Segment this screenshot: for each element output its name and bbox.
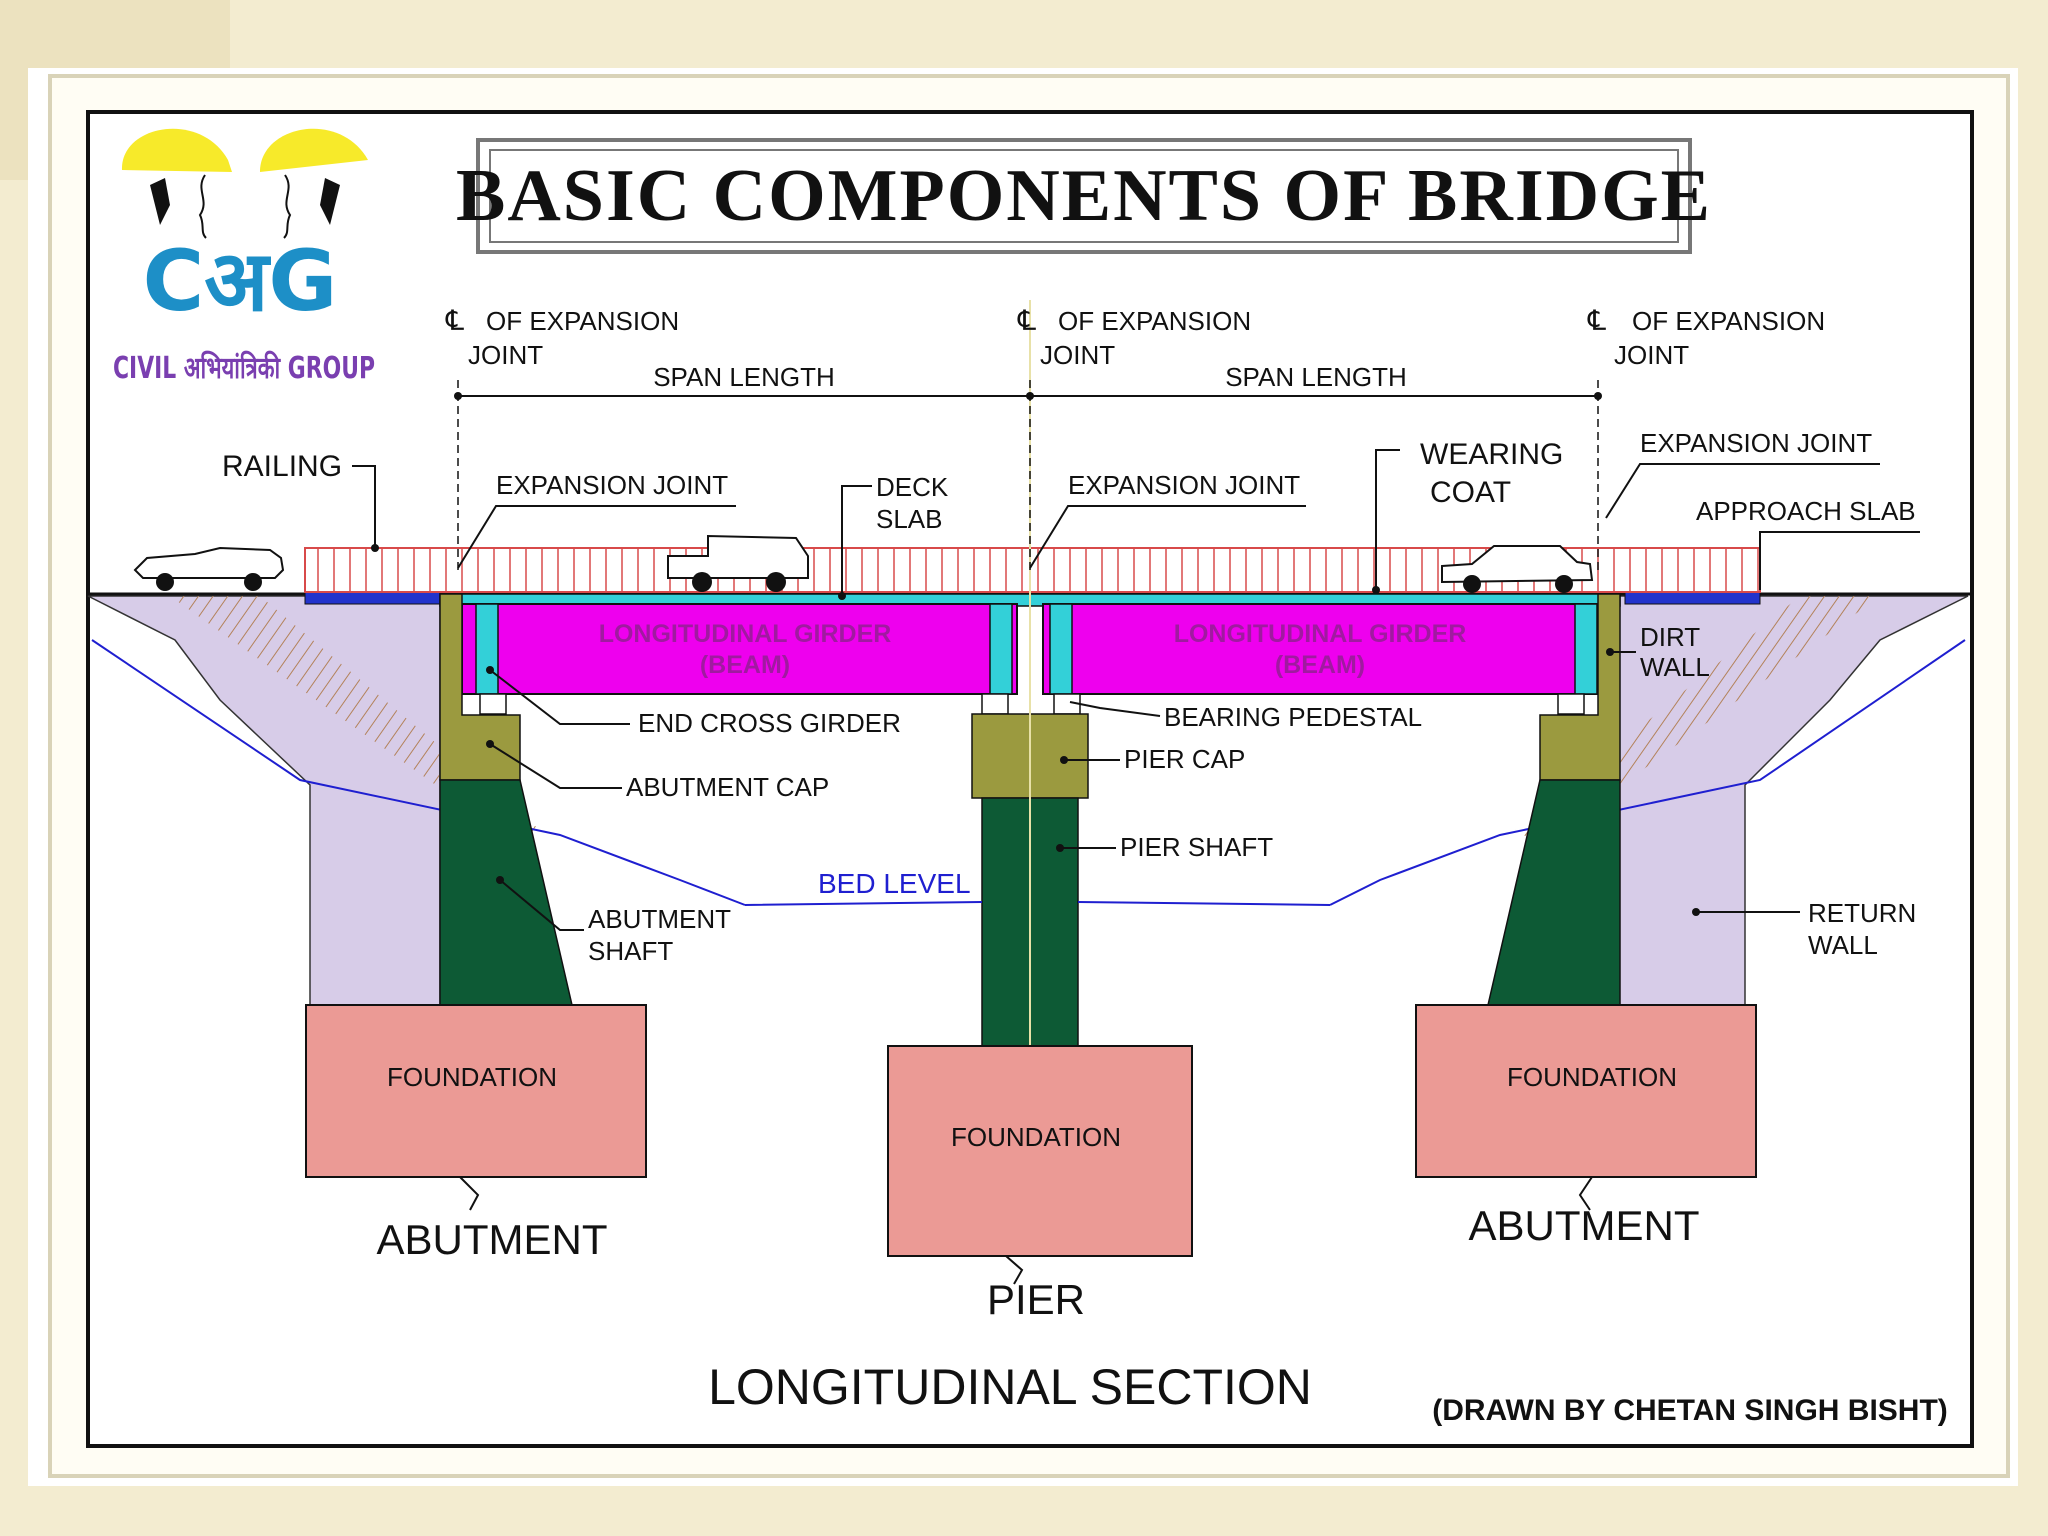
right-abutment-title: ABUTMENT: [1469, 1202, 1700, 1249]
bearing-pedestal: [1557, 693, 1585, 715]
right-approach-slab: [1624, 591, 1761, 605]
railing-leader: [352, 465, 376, 548]
return-label: RETURN: [1808, 898, 1916, 928]
car-icon: [133, 546, 285, 591]
hardhat-heads-icon: [121, 128, 368, 239]
bed-level-line: [744, 901, 1331, 906]
cl-symbol-right: ℄: [1587, 305, 1606, 336]
sedan-icon: [1441, 545, 1594, 593]
left-girder: [461, 603, 1018, 695]
cl-label-left: OF EXPANSION: [486, 306, 679, 336]
credit: (DRAWN BY CHETAN SINGH BISHT): [1432, 1394, 1948, 1427]
leader-dot: [1372, 586, 1380, 594]
dirt-label: DIRT: [1640, 622, 1700, 652]
right-girder-label-2: (BEAM): [1275, 651, 1365, 679]
leader-dot: [838, 592, 846, 600]
left-girder-label-1: LONGITUDINAL GIRDER: [599, 620, 892, 648]
expansion-joint-leader-right: [1605, 463, 1880, 519]
cl-joint-mid: JOINT: [1040, 340, 1115, 370]
pier-foundation: [887, 1045, 1193, 1257]
cl-label-mid: OF EXPANSION: [1058, 306, 1251, 336]
cl-joint-left: JOINT: [468, 340, 543, 370]
abutment-shaft-label-2: SHAFT: [588, 936, 673, 966]
return-wall-label: WALL: [1808, 930, 1878, 960]
span-length-left: SPAN LENGTH: [653, 362, 835, 392]
slab-label: SLAB: [876, 504, 943, 534]
bearing-pedestal: [981, 693, 1009, 715]
leader-dot: [1692, 908, 1700, 916]
leader-dot: [371, 544, 379, 552]
bearing-pedestal-leader: [1069, 701, 1161, 717]
cl-symbol-mid: ℄: [1017, 305, 1036, 336]
approach-slab-leader: [1759, 531, 1920, 590]
left-soil-line: [91, 639, 746, 906]
cl-joint-right: JOINT: [1614, 340, 1689, 370]
end-cross-girder-label: END CROSS GIRDER: [638, 708, 901, 738]
break-mark: [1578, 1176, 1593, 1211]
bed-level-label: BED LEVEL: [818, 868, 971, 899]
bearing-pedestal: [479, 693, 507, 715]
section-title: LONGITUDINAL SECTION: [708, 1359, 1312, 1415]
expansion-joint-leader-left: [457, 505, 736, 569]
cl-symbol-left: ℄: [445, 305, 464, 336]
right-foundation-label: FOUNDATION: [1507, 1062, 1677, 1092]
pier-cap-label: PIER CAP: [1124, 744, 1245, 774]
logo: CअG CIVIL अभियांत्रिकी GROUP: [113, 128, 375, 386]
expansion-joint-label-mid: EXPANSION JOINT: [1068, 470, 1300, 500]
title-box-inner: [489, 149, 1679, 243]
wall-label: WALL: [1640, 652, 1710, 682]
abutment-shaft-label-1: ABUTMENT: [588, 904, 731, 934]
abutment-cap-leader: [489, 743, 622, 789]
leader-dot: [1606, 648, 1614, 656]
expansion-joint-leader-mid: [1029, 505, 1306, 569]
expansion-joint-label-left: EXPANSION JOINT: [496, 470, 728, 500]
leader-dot: [486, 666, 494, 674]
right-girder: [1042, 603, 1599, 695]
end-cross-girder-leader: [489, 669, 630, 725]
span-length-right: SPAN LENGTH: [1225, 362, 1407, 392]
truck-icon: [667, 534, 809, 592]
approach-slab-label: APPROACH SLAB: [1696, 496, 1916, 526]
left-abutment-title: ABUTMENT: [377, 1216, 608, 1263]
abutment-cap-label: ABUTMENT CAP: [626, 772, 829, 802]
pier-foundation-label: FOUNDATION: [951, 1122, 1121, 1152]
left-approach-slab: [304, 591, 441, 605]
abutment-shaft-leader: [499, 879, 584, 931]
left-girder-label-2: (BEAM): [700, 651, 790, 679]
logo-mark: CअG: [143, 232, 338, 330]
bearing-pedestal-label: BEARING PEDESTAL: [1164, 702, 1422, 732]
title-box-outer: [476, 138, 1692, 254]
span-dimension: [454, 380, 1602, 570]
leader-dot: [1060, 756, 1068, 764]
leader-dot: [496, 876, 504, 884]
pier-title: PIER: [987, 1276, 1085, 1323]
railing-label: RAILING: [222, 450, 342, 483]
logo-name: CIVIL अभियांत्रिकी GROUP: [113, 350, 375, 386]
deck-label: DECK: [876, 472, 949, 502]
leader-dot: [1056, 844, 1064, 852]
right-soil-line: [1329, 639, 1966, 906]
break-mark: [459, 1176, 480, 1211]
left-foundation-label: FOUNDATION: [387, 1062, 557, 1092]
right-foundation: [1415, 1004, 1757, 1178]
wearing-label: WEARING: [1420, 438, 1563, 471]
title: BASIC COMPONENTS OF BRIDGE: [456, 155, 1712, 237]
left-foundation: [305, 1004, 647, 1178]
wearing-coat-leader: [1375, 449, 1400, 590]
leader-dot: [486, 740, 494, 748]
expansion-joint-label-right: EXPANSION JOINT: [1640, 428, 1872, 458]
cl-label-right: OF EXPANSION: [1632, 306, 1825, 336]
right-girder-label-1: LONGITUDINAL GIRDER: [1174, 620, 1467, 648]
deck-slab-leader: [841, 485, 872, 596]
coat-label: COAT: [1430, 476, 1511, 509]
pier-shaft-label: PIER SHAFT: [1120, 832, 1273, 862]
break-mark: [1005, 1255, 1024, 1285]
